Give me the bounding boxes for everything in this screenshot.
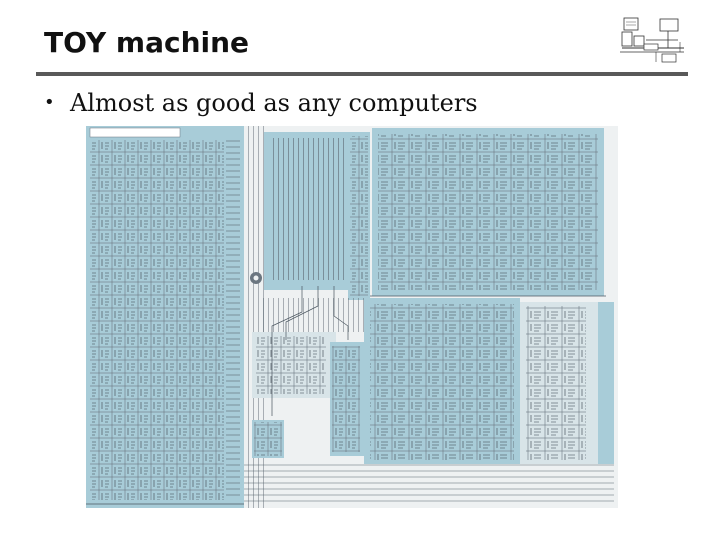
bullet-icon: •	[44, 92, 55, 113]
bullet-text: Almost as good as any computers	[70, 89, 478, 117]
title-underline	[36, 72, 688, 76]
toy-machine-schematic	[86, 126, 618, 508]
slide-title: TOY machine	[44, 26, 250, 59]
architecture-thumbnail	[620, 17, 684, 63]
bullet-item: • Almost as good as any computers	[44, 89, 478, 117]
